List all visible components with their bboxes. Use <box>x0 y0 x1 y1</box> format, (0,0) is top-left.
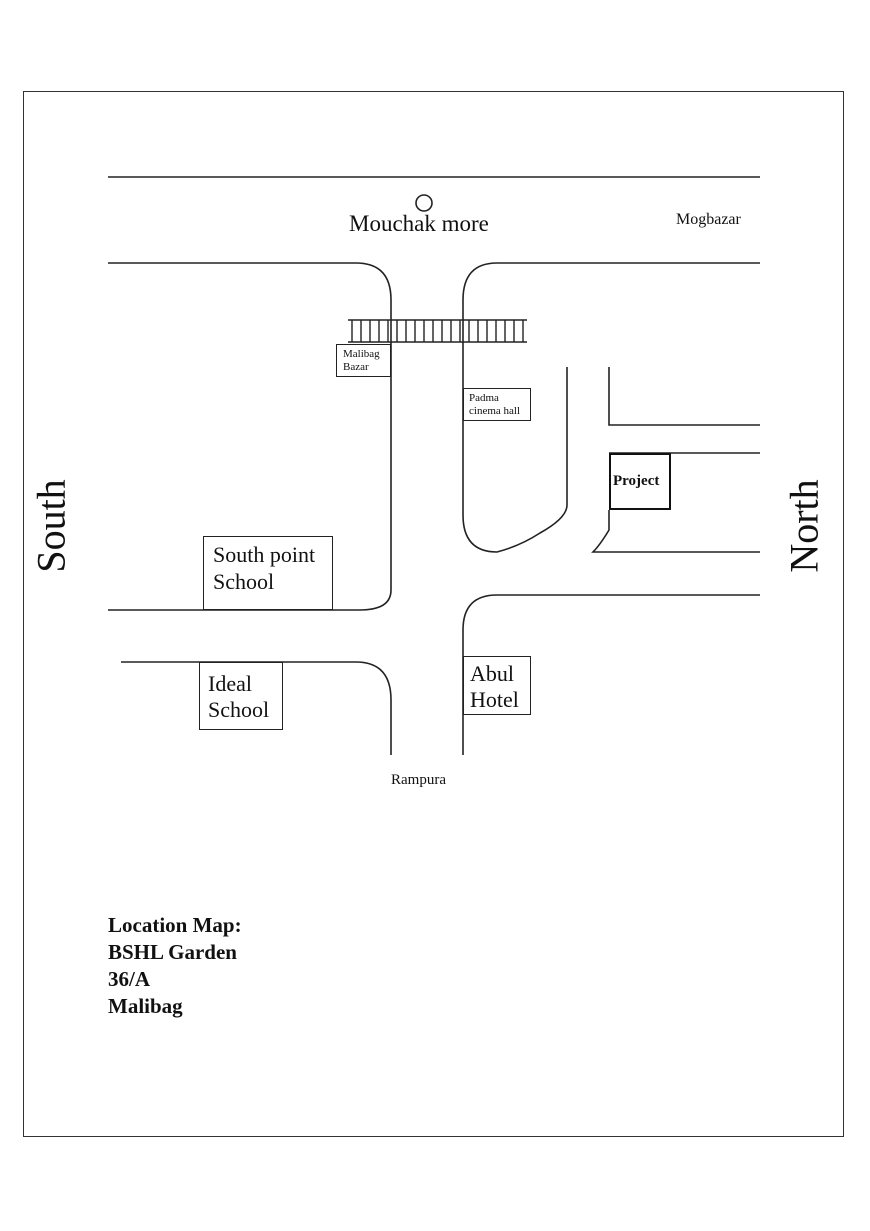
map-frame <box>23 91 844 1137</box>
road-lower-right <box>462 594 760 755</box>
abul-line2: Hotel <box>470 687 519 712</box>
caption-line4: Malibag <box>108 994 183 1018</box>
padma-line1: Padma <box>469 392 499 404</box>
padma-line2: cinema hall <box>469 405 521 417</box>
railway-crossing <box>348 319 527 343</box>
road-project-lower <box>591 510 760 553</box>
landmark-abul-hotel: Abul Hotel <box>463 656 531 715</box>
landmark-padma-cinema-hall: Padma cinema hall <box>463 388 531 421</box>
landmark-project: Project <box>609 453 671 510</box>
label-mogbazar: Mogbazar <box>676 211 741 228</box>
direction-north: North <box>781 479 827 573</box>
malibag-bazar-line2: Bazar <box>343 361 369 373</box>
road-lower-left <box>121 661 392 755</box>
landmark-south-point-school: South point School <box>203 536 333 610</box>
road-upper-right <box>462 262 760 553</box>
south-point-line2: School <box>213 569 275 594</box>
malibag-bazar-line1: Malibag <box>343 348 380 360</box>
label-mouchak-more: Mouchak more <box>349 211 489 236</box>
caption-line1: Location Map: <box>108 913 242 937</box>
road-upper-left <box>108 262 392 611</box>
landmark-ideal-school: Ideal School <box>199 662 283 730</box>
label-rampura: Rampura <box>391 772 446 788</box>
roundabout-marker <box>415 194 433 212</box>
caption-line3: 36/A <box>108 967 150 991</box>
landmark-malibag-bazar: Malibag Bazar <box>336 344 391 377</box>
map-caption: Location Map: BSHL Garden 36/A Malibag <box>108 912 242 1020</box>
abul-line1: Abul <box>470 661 514 686</box>
south-point-line1: South point <box>213 542 316 567</box>
ideal-line1: Ideal <box>208 671 252 696</box>
road-project-upper <box>608 367 760 426</box>
caption-line2: BSHL Garden <box>108 940 237 964</box>
project-label: Project <box>613 473 660 489</box>
direction-south: South <box>28 479 74 573</box>
ideal-line2: School <box>208 697 270 722</box>
